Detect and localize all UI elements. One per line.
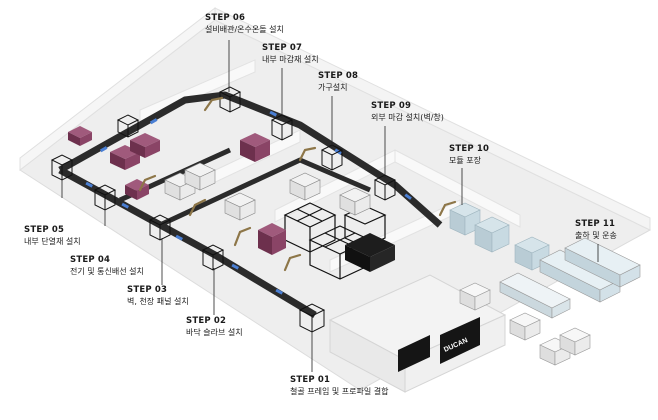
step-02-label: STEP 02 바닥 슬라브 설치	[186, 316, 243, 338]
step-07-description: 내부 마감재 설치	[262, 55, 319, 64]
wrapped-module	[449, 202, 481, 236]
step-04-description: 전기 및 통신배선 설치	[70, 267, 144, 276]
step-07-label: STEP 07 내부 마감재 설치	[262, 43, 319, 65]
truck-trailer	[539, 249, 621, 303]
step-08-label: STEP 08 가구설치	[318, 71, 358, 93]
robot-arm	[298, 146, 317, 162]
purple-module	[258, 223, 286, 255]
partition-wall	[394, 149, 521, 228]
step-02-description: 바닥 슬라브 설치	[186, 328, 243, 337]
step-01-description: 철골 프레임 및 프로파일 결합	[290, 387, 389, 396]
grey-module	[339, 187, 371, 216]
wrapped-module	[474, 216, 510, 253]
step-09-number: STEP 09	[371, 101, 412, 111]
grey-module	[224, 192, 256, 221]
purple-module	[130, 133, 160, 158]
shipping-trucks	[459, 237, 641, 366]
truck-cab	[509, 312, 541, 341]
step-09-label: STEP 09 외부 마감 설치(벽/창)	[371, 101, 444, 123]
conveyor-marker	[175, 234, 184, 241]
purple-module	[240, 133, 270, 162]
robot-arm	[438, 200, 457, 217]
step-06-label: STEP 06 설비배관/온수온돌 설치	[205, 13, 284, 35]
conveyor-track	[58, 166, 317, 319]
step-03-label: STEP 03 벽, 천장 패널 설치	[127, 285, 189, 307]
conveyor-marker	[85, 181, 94, 188]
step-03-description: 벽, 천장 패널 설치	[127, 297, 189, 306]
step-01-label: STEP 01 철골 프레임 및 프로파일 결합	[290, 375, 389, 397]
step-01-number: STEP 01	[290, 375, 331, 385]
steel-frame-cube	[116, 114, 140, 138]
robot-arm	[188, 198, 207, 217]
grey-module	[184, 162, 216, 191]
step-09-description: 외부 마감 설치(벽/창)	[371, 113, 444, 122]
robot-arm	[203, 96, 224, 112]
insulation-modules	[68, 126, 286, 255]
step-03-number: STEP 03	[127, 285, 168, 295]
back-wall-right	[214, 7, 651, 231]
truck-trailer	[499, 272, 571, 319]
step-04-label: STEP 04 전기 및 통신배선 설치	[70, 255, 144, 277]
robot-arms	[138, 96, 457, 272]
steel-frame-cube	[320, 144, 344, 171]
truck-cab	[459, 282, 491, 311]
step-08-description: 가구설치	[318, 83, 348, 92]
solid-frame-block	[370, 245, 395, 272]
step-05-number: STEP 05	[24, 225, 65, 235]
black-wall-panel	[398, 335, 430, 372]
step-06-description: 설비배관/온수온돌 설치	[205, 25, 284, 34]
interior-modules	[164, 162, 371, 221]
robot-arm	[283, 253, 302, 272]
conveyor-marker	[404, 193, 412, 200]
truck-cab	[559, 327, 591, 356]
conveyor-marker	[149, 118, 158, 125]
conveyor-marker	[269, 110, 278, 117]
conveyor-marker	[121, 202, 130, 209]
step-06-number: STEP 06	[205, 13, 246, 23]
steel-frame-cube	[148, 214, 172, 241]
step-05-label: STEP 05 내부 단열재 설치	[24, 225, 81, 247]
packaged-modules	[449, 202, 550, 271]
step-11-description: 출하 및 운송	[575, 231, 617, 240]
black-wall-panel	[440, 317, 480, 364]
grey-module	[289, 172, 321, 201]
step-10-number: STEP 10	[449, 144, 490, 154]
wrapped-module	[514, 236, 550, 271]
step-02-number: STEP 02	[186, 316, 227, 326]
step-11-label: STEP 11 출하 및 운송	[575, 219, 617, 241]
step-04-number: STEP 04	[70, 255, 111, 265]
steel-frame-cube	[201, 244, 225, 271]
conveyor-marker	[231, 263, 240, 270]
conveyor-track	[58, 91, 443, 228]
conveyor-marker	[275, 288, 284, 295]
steel-frame-cube	[270, 114, 294, 141]
solid-frame-block	[345, 245, 370, 272]
robot-arm	[233, 226, 252, 247]
step-10-description: 모듈 포장	[449, 156, 481, 165]
purple-module	[68, 126, 92, 146]
conveyor-marker	[99, 146, 108, 153]
robot-arm	[138, 174, 157, 192]
truck-trailer	[564, 237, 641, 288]
leader-lines	[61, 40, 599, 372]
step-11-number: STEP 11	[575, 219, 616, 229]
steel-frame-cube	[373, 174, 397, 201]
step-10-label: STEP 10 모듈 포장	[449, 144, 489, 166]
step-05-description: 내부 단열재 설치	[24, 237, 81, 246]
step-07-number: STEP 07	[262, 43, 303, 53]
steel-frame-cube	[218, 86, 242, 113]
step-08-number: STEP 08	[318, 71, 359, 81]
